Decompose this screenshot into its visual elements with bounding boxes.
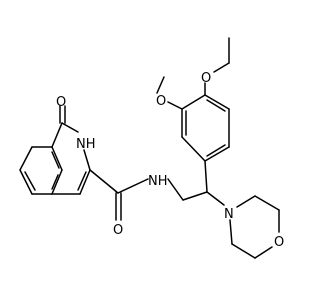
bond bbox=[181, 136, 206, 162]
bond bbox=[51, 151, 60, 169]
bond bbox=[167, 101, 183, 110]
bond bbox=[51, 174, 59, 190]
morpholine-nitrogen-label: N bbox=[224, 207, 234, 222]
bond bbox=[229, 219, 233, 245]
lactam-nh-label: NH bbox=[76, 137, 96, 152]
bond bbox=[61, 122, 79, 133]
bond bbox=[206, 191, 225, 206]
bond bbox=[182, 191, 208, 201]
bond bbox=[156, 76, 165, 94]
bond bbox=[51, 146, 63, 171]
bond bbox=[79, 169, 91, 195]
bond bbox=[19, 146, 33, 171]
bond bbox=[213, 62, 230, 73]
bonds bbox=[19, 37, 280, 259]
morpholine-oxygen-label: O bbox=[274, 235, 284, 250]
atom-labels: O NH NH O O O N O bbox=[56, 71, 284, 250]
methoxy-oxygen-label: O bbox=[156, 94, 166, 109]
ethoxy-oxygen-label: O bbox=[201, 71, 211, 86]
bond bbox=[204, 160, 208, 193]
amide-nh-label: NH bbox=[148, 174, 168, 189]
bond bbox=[254, 195, 280, 211]
molecule-drawing: O NH NH O O O N O bbox=[19, 37, 284, 259]
bond bbox=[83, 149, 91, 171]
bond bbox=[181, 94, 206, 110]
bond bbox=[206, 99, 226, 112]
bond bbox=[117, 178, 149, 194]
bond bbox=[51, 122, 63, 148]
bond bbox=[231, 243, 256, 259]
bond bbox=[24, 171, 36, 191]
bond bbox=[89, 169, 119, 194]
bond bbox=[254, 246, 273, 259]
amide-oxygen-label: O bbox=[113, 223, 123, 238]
structure-diagram: O NH NH O O O N O bbox=[19, 37, 284, 259]
bond bbox=[236, 195, 256, 208]
bond bbox=[204, 94, 230, 110]
bond bbox=[167, 178, 184, 201]
bond bbox=[204, 146, 230, 162]
ketone-oxygen-label: O bbox=[56, 95, 66, 110]
bond bbox=[77, 171, 87, 191]
bond bbox=[19, 169, 33, 195]
bond bbox=[206, 144, 226, 157]
bond bbox=[51, 169, 63, 195]
